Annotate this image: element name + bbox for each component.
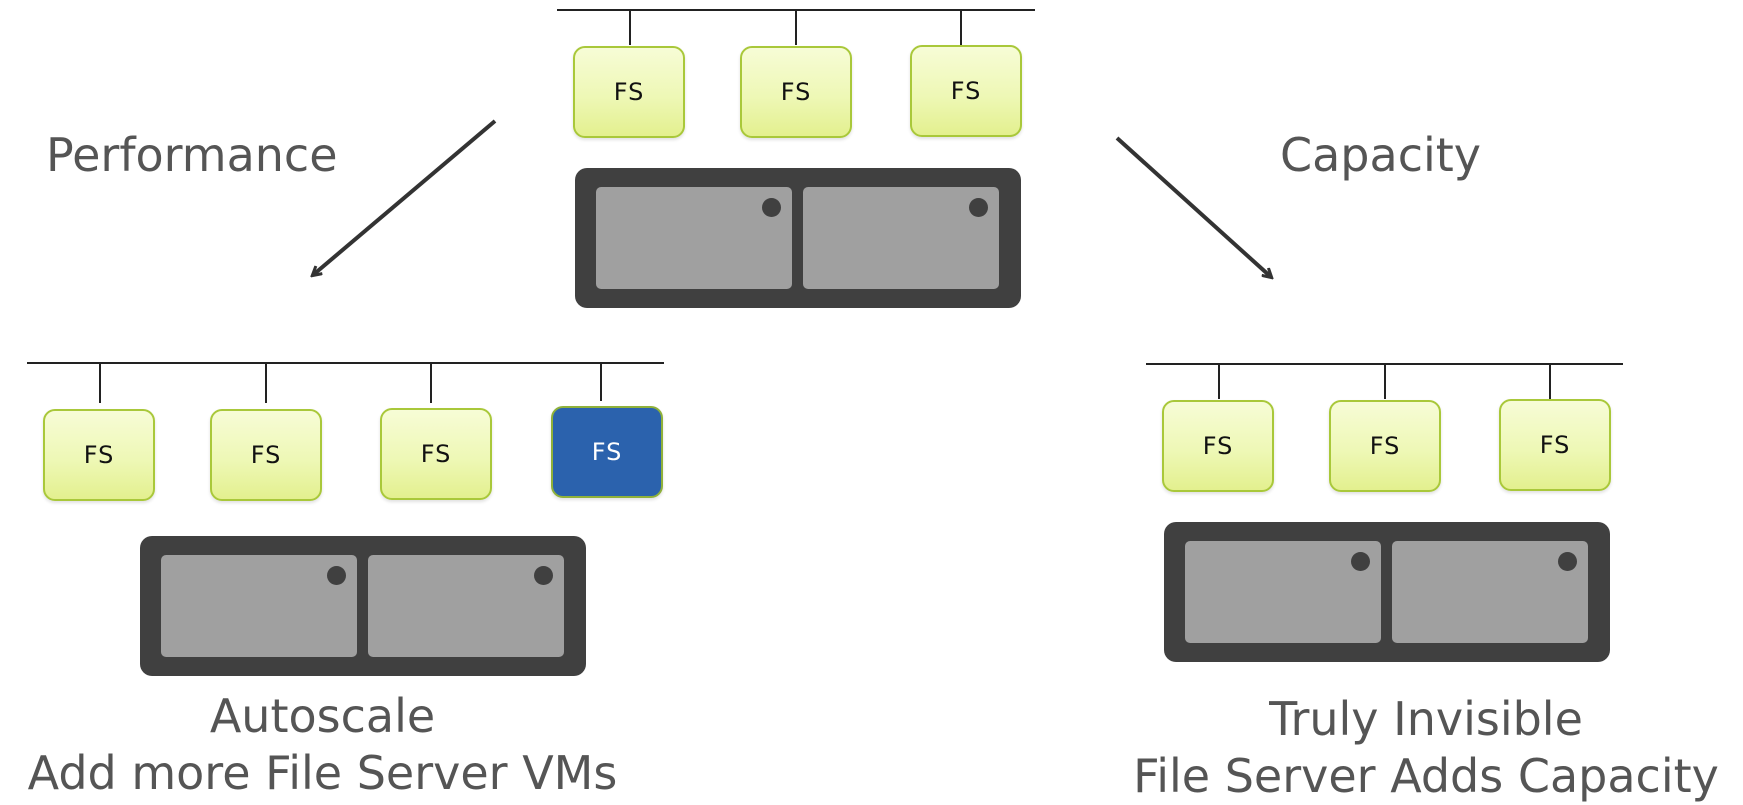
file-server-node: FS — [1499, 399, 1611, 491]
left-connector — [430, 363, 432, 403]
file-server-node: FS — [740, 46, 852, 138]
storage-array — [1164, 522, 1610, 662]
left-network-bus — [27, 362, 664, 364]
top-connector — [629, 10, 631, 45]
disk-indicator — [534, 566, 553, 585]
performance-arrow — [313, 119, 497, 275]
disk-indicator — [969, 198, 988, 217]
left-connector — [99, 363, 101, 403]
capacity-arrow — [1115, 136, 1271, 277]
file-server-node: FS — [210, 409, 322, 501]
right-connector — [1218, 364, 1220, 399]
top-connector — [795, 10, 797, 45]
disk-indicator — [327, 566, 346, 585]
file-server-node: FS — [1329, 400, 1441, 492]
file-server-node: FS — [1162, 400, 1274, 492]
right-caption-line1: Truly Invisible — [1269, 692, 1583, 746]
file-server-node: FS — [573, 46, 685, 138]
file-server-node: FS — [43, 409, 155, 501]
left-connector — [600, 363, 602, 401]
right-caption: Truly Invisible File Server Adds Capacit… — [1113, 691, 1739, 805]
left-caption-line2: Add more File Server VMs — [27, 746, 618, 800]
right-connector — [1384, 364, 1386, 399]
top-connector — [960, 10, 962, 45]
capacity-label: Capacity — [1280, 128, 1482, 182]
left-caption: Autoscale Add more File Server VMs — [0, 688, 645, 802]
storage-array — [140, 536, 586, 676]
disk-right — [368, 555, 564, 657]
right-caption-line2: File Server Adds Capacity — [1133, 749, 1719, 803]
storage-array — [575, 168, 1021, 308]
disk-indicator — [1351, 552, 1370, 571]
new-file-server-node: FS — [551, 406, 663, 498]
disk-indicator — [1558, 552, 1577, 571]
right-connector — [1549, 364, 1551, 399]
disk-right — [1392, 541, 1588, 643]
performance-label: Performance — [46, 128, 338, 182]
file-server-node: FS — [380, 408, 492, 500]
disk-left — [1185, 541, 1381, 643]
disk-indicator — [762, 198, 781, 217]
disk-left — [596, 187, 792, 289]
left-connector — [265, 363, 267, 403]
disk-right — [803, 187, 999, 289]
disk-left — [161, 555, 357, 657]
left-caption-line1: Autoscale — [209, 689, 436, 743]
file-server-node: FS — [910, 45, 1022, 137]
